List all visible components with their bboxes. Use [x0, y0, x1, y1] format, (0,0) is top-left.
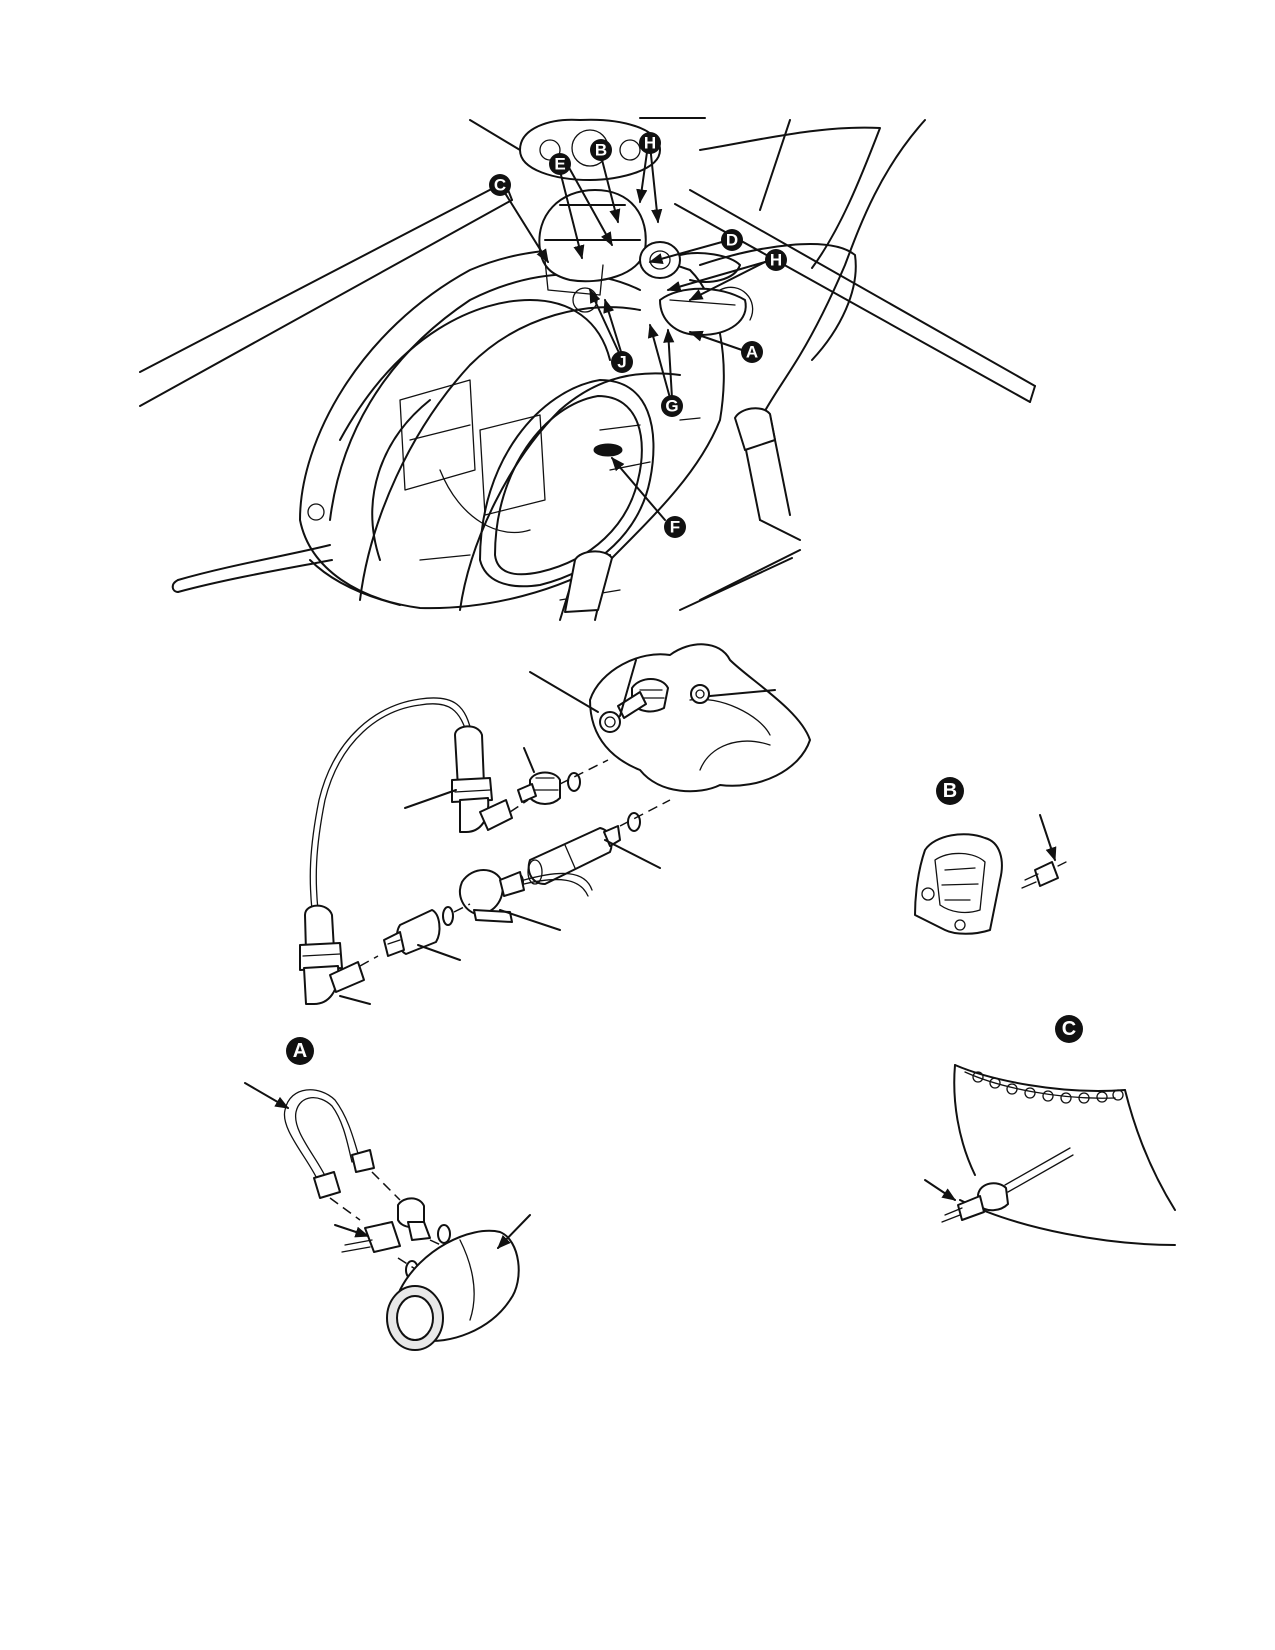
callout-d: D [721, 229, 743, 251]
detail-a: A [244, 1037, 531, 1351]
callout-h-top: H [639, 132, 661, 154]
callout-h-right: H [765, 249, 787, 271]
svg-text:E: E [554, 155, 565, 174]
svg-text:B: B [943, 780, 957, 802]
callout-b: B [590, 139, 612, 161]
detail-c-label: C [1055, 1015, 1083, 1043]
callout-e: E [549, 153, 571, 175]
callout-g: G [661, 395, 683, 417]
landing-gear [171, 407, 801, 621]
helicopter-overview: C E B H D H A J G F [139, 117, 1036, 621]
svg-text:J: J [617, 353, 626, 372]
callout-markers: C E B H D H A J G F [489, 132, 787, 538]
svg-text:A: A [746, 343, 758, 362]
detail-b-label: B [936, 777, 964, 805]
exploded-sensor-assembly [299, 643, 811, 1005]
svg-text:G: G [665, 397, 678, 416]
svg-text:H: H [770, 251, 782, 270]
svg-text:C: C [1062, 1018, 1076, 1040]
callout-leaders [499, 144, 766, 521]
detail-b: B [914, 777, 1067, 935]
svg-text:C: C [494, 176, 506, 195]
detail-c: C [924, 1015, 1176, 1246]
callout-f: F [664, 516, 686, 538]
detail-c-bolt-ring [972, 1071, 1124, 1104]
svg-text:B: B [595, 141, 607, 160]
svg-text:A: A [293, 1040, 307, 1062]
svg-text:D: D [726, 231, 738, 250]
callout-c: C [489, 174, 511, 196]
svg-text:H: H [644, 134, 656, 153]
callout-j: J [611, 351, 633, 373]
svg-text:F: F [670, 518, 680, 537]
callout-a: A [741, 341, 763, 363]
detail-a-label: A [286, 1037, 314, 1065]
